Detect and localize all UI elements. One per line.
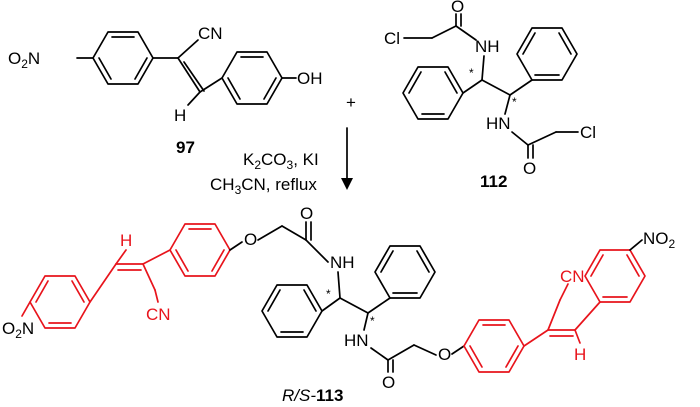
product-phenylene-ring-left xyxy=(169,223,231,277)
phenyl-ring-left xyxy=(402,66,464,120)
nitro-group-label: O2N xyxy=(8,49,40,71)
product-phenyl-ring-right xyxy=(374,245,436,299)
product-hydrogen-left-label: H xyxy=(120,231,132,250)
product-nitro-right-label: NO2 xyxy=(643,229,676,251)
stereocenter-star-1: * xyxy=(469,66,474,80)
chloro-bottom-label: Cl xyxy=(580,123,596,142)
product-nitro-left-label: O2N xyxy=(2,319,34,341)
product-nitrophenyl-ring-left xyxy=(29,275,91,329)
product-amide-hn-label: HN xyxy=(344,331,369,350)
nitrophenyl-ring xyxy=(92,31,154,85)
chloro-top-label: Cl xyxy=(384,29,400,48)
amide-hn-bottom-label: HN xyxy=(486,114,511,133)
phenyl-ring-right xyxy=(516,27,578,81)
product-phenyl-ring-left xyxy=(261,284,323,338)
product-nitrile-right-label: CN xyxy=(560,267,585,286)
product-ether-o-left-label: O xyxy=(244,230,257,249)
product-ether-o-right-label: O xyxy=(438,345,451,364)
product-113-label-number: 113 xyxy=(316,386,343,405)
product-carbonyl-top-o-label: O xyxy=(300,204,313,223)
amide-nh-top-label: NH xyxy=(475,37,500,56)
product-113-label: R/S-113 xyxy=(282,386,343,405)
nitrile-label: CN xyxy=(198,24,223,43)
compound-97: O2N CN H OH 97 xyxy=(8,24,323,157)
compound-113: O2N H CN O O NH * xyxy=(2,204,676,405)
vinyl-hydrogen-label: H xyxy=(174,106,186,125)
product-stereocenter-star-1: * xyxy=(326,287,331,301)
product-phenylene-ring-right xyxy=(463,319,525,373)
product-amide-nh-label: NH xyxy=(330,253,355,272)
compound-112: Cl O NH * * HN O Cl xyxy=(384,0,596,191)
product-nitrile-left-label: CN xyxy=(146,305,171,324)
carbonyl-bottom-o-label: O xyxy=(523,159,536,178)
hydroxyphenyl-ring xyxy=(221,51,283,105)
stereocenter-star-2: * xyxy=(512,95,517,109)
compound-97-label: 97 xyxy=(176,138,195,157)
carbonyl-top-o-label: O xyxy=(451,0,464,16)
product-carbonyl-bottom-o-label: O xyxy=(382,373,395,392)
compound-112-label: 112 xyxy=(480,172,507,191)
reagents-line-1: K2CO3, KI xyxy=(243,150,319,172)
product-stereocenter-star-2: * xyxy=(370,314,375,328)
product-nitrophenyl-ring-right xyxy=(584,249,646,303)
reaction-arrow xyxy=(341,127,353,190)
product-hydrogen-right-label: H xyxy=(574,345,586,364)
plus-sign: + xyxy=(346,93,356,112)
reagents-line-2: CH3CN, reflux xyxy=(210,175,317,197)
hydroxyl-label: OH xyxy=(297,69,323,88)
product-113-label-prefix: R/S- xyxy=(282,386,316,405)
